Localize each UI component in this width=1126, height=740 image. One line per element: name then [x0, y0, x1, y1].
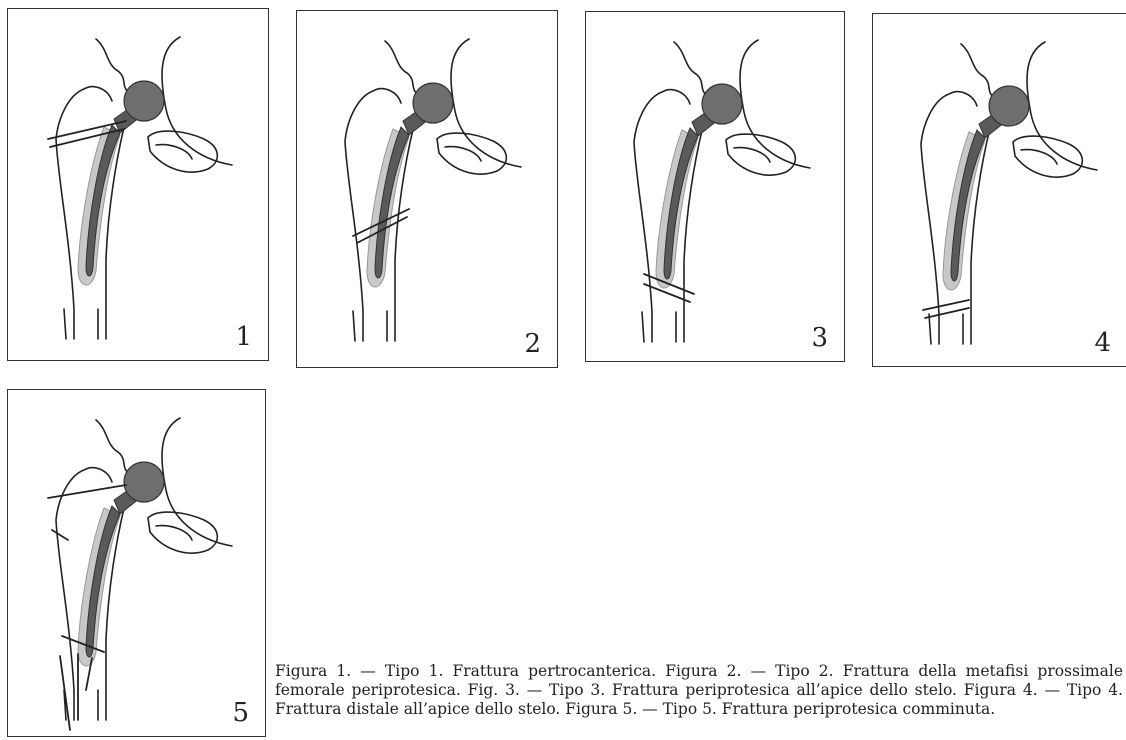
pelvis-outline — [385, 41, 419, 95]
figure-panel-1: 1 — [7, 8, 269, 361]
drawing-group — [48, 418, 232, 730]
drawing-group — [634, 40, 810, 342]
femur-lateral-cortex — [345, 91, 373, 341]
figure-number-4: 4 — [1094, 330, 1111, 356]
femur-shaft-line — [642, 312, 644, 342]
obturator-outline — [437, 133, 506, 174]
obturator-outline — [726, 134, 795, 175]
greater-trochanter — [949, 92, 977, 106]
fracture-line — [923, 300, 969, 310]
obturator-outline — [1013, 136, 1082, 177]
fracture-line — [60, 656, 70, 730]
pelvis-outline — [674, 42, 708, 96]
obturator-outline — [148, 512, 217, 553]
femur-lateral-cortex — [56, 470, 84, 720]
obturator-inner — [734, 148, 770, 162]
drawing-group — [48, 37, 232, 339]
fracture-line — [52, 530, 68, 540]
figure-panel-5: 5 — [7, 389, 266, 737]
fracture-line — [48, 485, 126, 498]
pelvis-outline — [96, 420, 130, 474]
hip-prosthesis-drawing-2 — [297, 11, 559, 369]
pelvis-outline — [96, 39, 130, 93]
femur-shaft-line — [929, 314, 931, 344]
figure-panel-4: 4 — [872, 13, 1126, 367]
greater-trochanter — [373, 89, 401, 103]
pelvis-outline — [961, 44, 995, 98]
hip-prosthesis-drawing-3 — [586, 12, 846, 363]
figure-panel-3: 3 — [585, 11, 845, 362]
femur-shaft-line — [353, 311, 355, 341]
prosthetic-head — [702, 84, 742, 124]
obturator-inner — [156, 526, 192, 540]
obturator-inner — [1021, 150, 1057, 164]
obturator-inner — [445, 147, 481, 161]
obturator-outline — [148, 131, 217, 172]
figure-number-1: 1 — [235, 324, 252, 350]
figure-panel-2: 2 — [296, 10, 558, 368]
figure-number-2: 2 — [524, 331, 541, 357]
figure-number-3: 3 — [811, 325, 828, 351]
hip-prosthesis-drawing-5 — [8, 390, 267, 738]
drawing-group — [921, 42, 1097, 344]
prosthetic-head — [124, 81, 164, 121]
greater-trochanter — [84, 87, 112, 101]
femur-lateral-cortex — [634, 92, 662, 342]
drawing-group — [345, 39, 521, 341]
prosthetic-head — [413, 83, 453, 123]
figure-caption: Figura 1. — Tipo 1. Frattura pertrocante… — [275, 662, 1123, 719]
greater-trochanter — [84, 468, 112, 482]
prosthetic-head — [124, 462, 164, 502]
figure-number-5: 5 — [232, 700, 249, 726]
obturator-inner — [156, 145, 192, 159]
prosthetic-head — [989, 86, 1029, 126]
hip-prosthesis-drawing-4 — [873, 14, 1126, 368]
femur-lateral-cortex — [56, 89, 84, 339]
greater-trochanter — [662, 90, 690, 104]
femur-shaft-line — [64, 309, 66, 339]
hip-prosthesis-drawing-1 — [8, 9, 270, 362]
